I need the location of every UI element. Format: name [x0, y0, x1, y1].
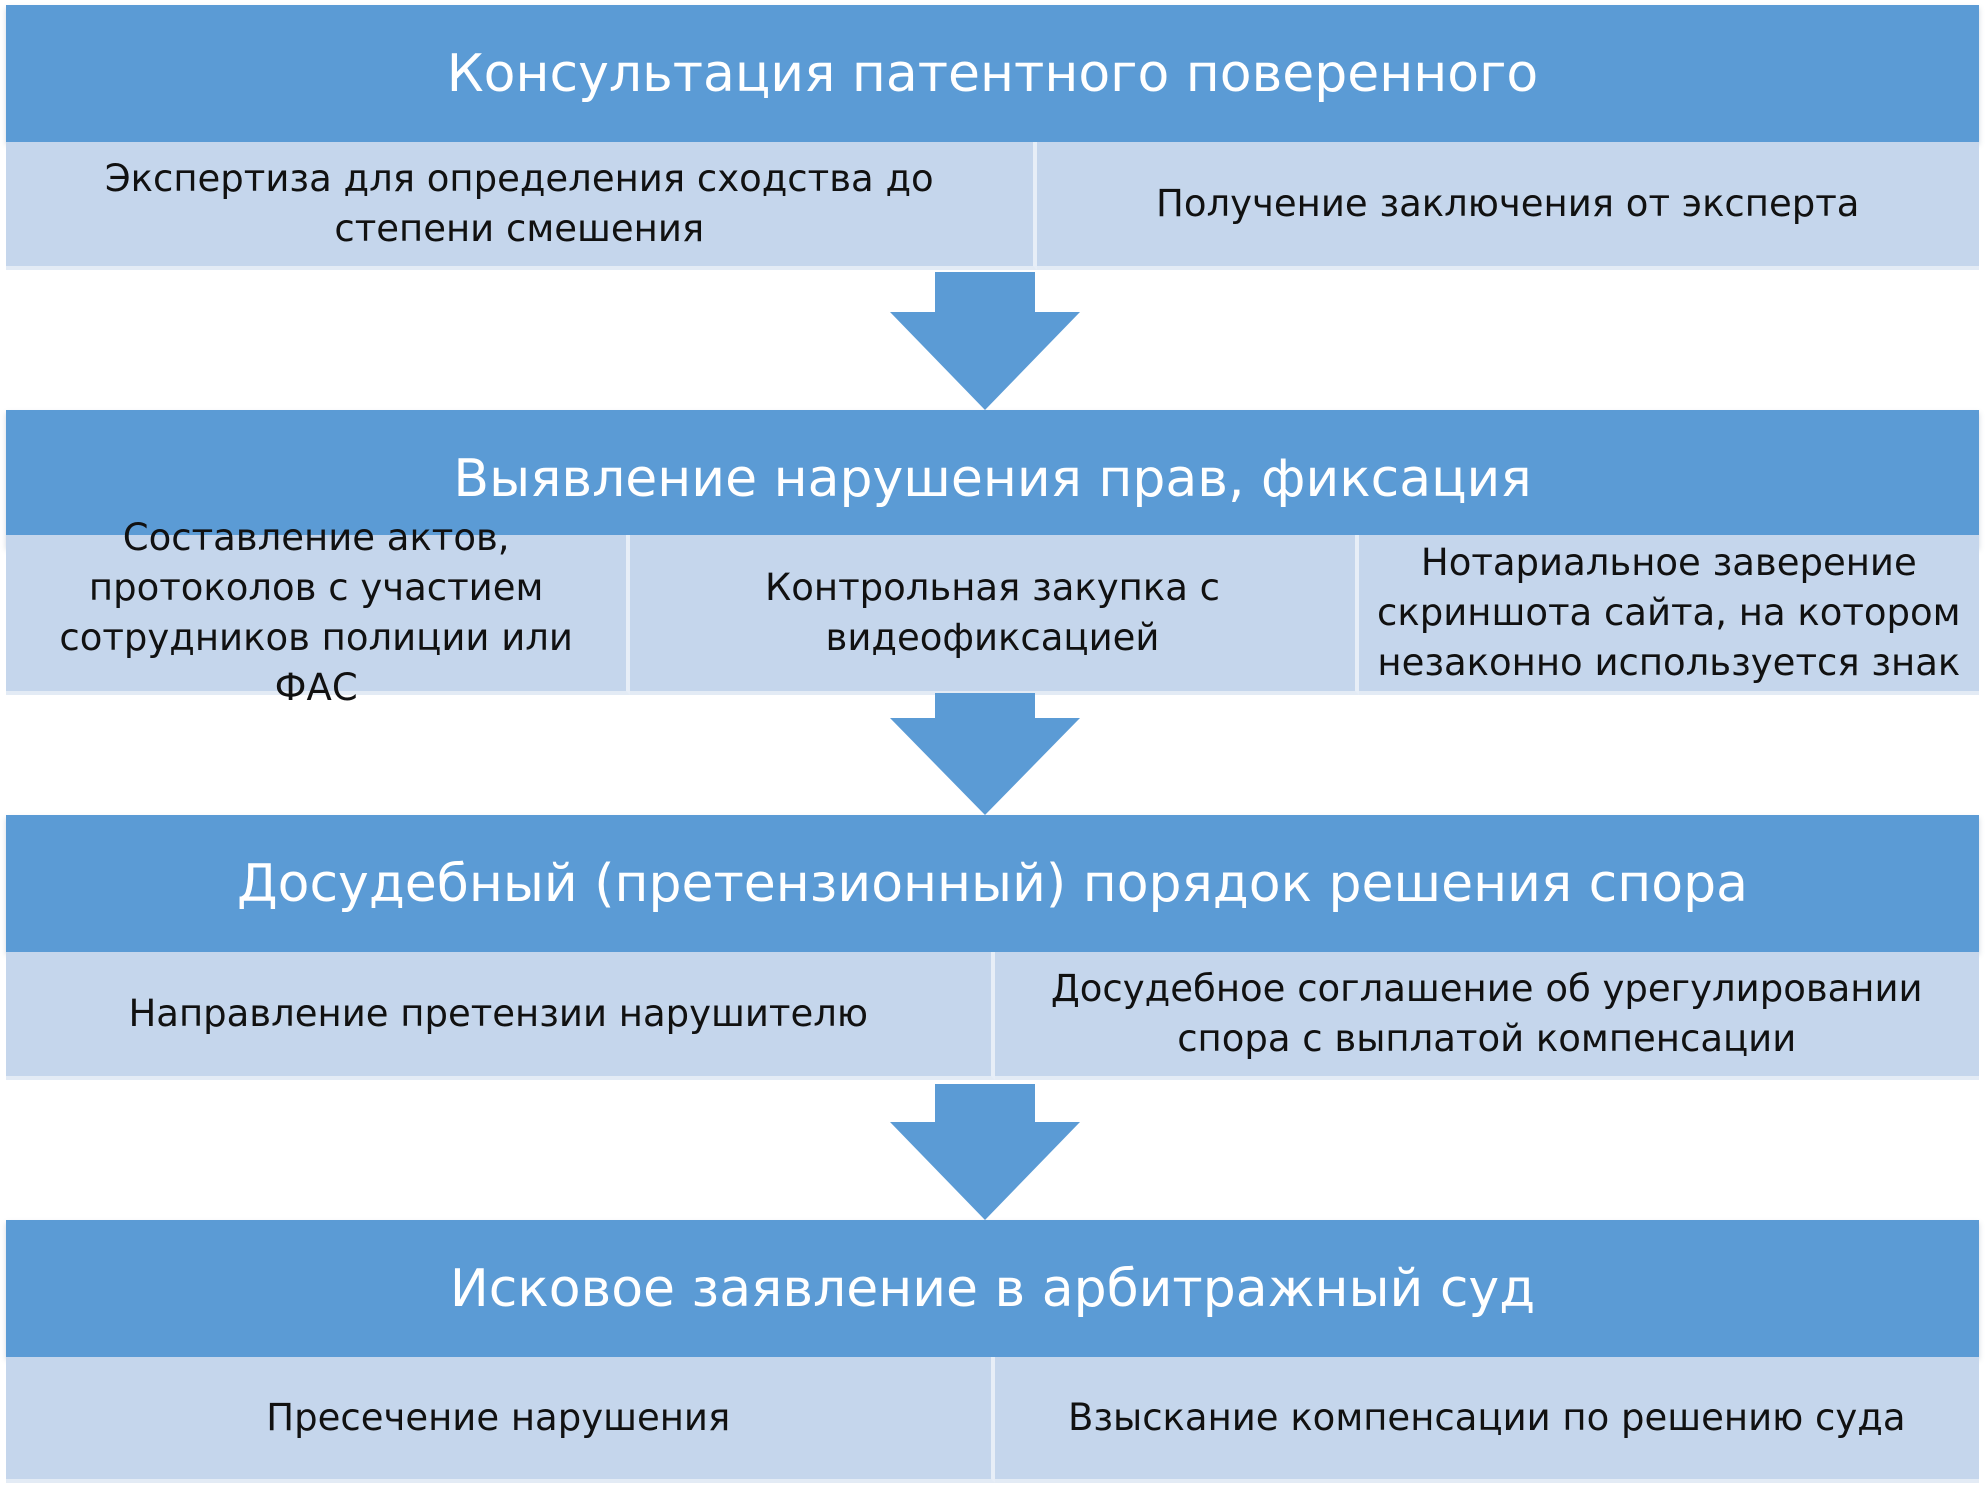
stage-title: Выявление нарушения прав, фиксация — [6, 410, 1979, 547]
stage-item: Нотариальное заверение скриншота сайта, … — [1358, 535, 1979, 695]
stage-item: Взыскание компенсации по решению суда — [994, 1357, 1979, 1483]
stage-item: Экспертиза для определения сходства до с… — [6, 142, 1037, 270]
stage-items: Экспертиза для определения сходства до с… — [6, 142, 1979, 270]
stage-items: Составление актов, протоколов с участием… — [6, 516, 1979, 709]
stage-item: Направление претензии нарушителю — [6, 952, 995, 1080]
stage-title: Досудебный (претензионный) порядок решен… — [6, 815, 1979, 952]
stage-title: Исковое заявление в арбитражный суд — [6, 1220, 1979, 1357]
stage-item: Пресечение нарушения — [6, 1357, 995, 1483]
stage-item: Досудебное соглашение об урегулировании … — [994, 952, 1979, 1080]
arrow-down-icon — [890, 1084, 1080, 1220]
stage-item: Контрольная закупка с видеофиксацией — [630, 535, 1359, 695]
stage-item: Составление актов, протоколов с участием… — [6, 516, 631, 709]
stage-items: Направление претензии нарушителю Досудеб… — [6, 952, 1979, 1080]
arrow-down-icon — [890, 693, 1080, 815]
stage-title: Консультация патентного поверенного — [6, 5, 1979, 142]
stage-items: Пресечение нарушения Взыскание компенсац… — [6, 1357, 1979, 1483]
arrow-down-icon — [890, 272, 1080, 410]
stage-item: Получение заключения от эксперта — [1036, 142, 1979, 270]
